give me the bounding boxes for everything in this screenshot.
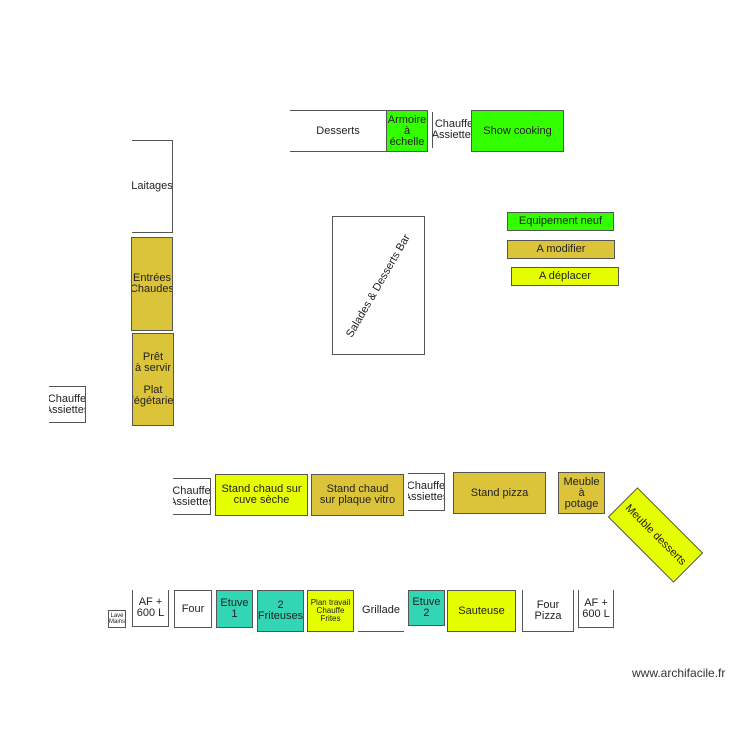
chauffe-assiettes-top: Chauffe Assiettes: [432, 112, 476, 148]
stand-chaud-cuve-seche: Stand chaud sur cuve sèche: [215, 474, 308, 516]
salades-desserts-bar-label: Salades & Desserts Bar: [344, 231, 413, 340]
friteuses: 2 Friteuses: [257, 590, 304, 632]
etuve-2: Etuve 2: [408, 590, 445, 626]
plan-travail-chauffe-frites: Plan travail Chauffe Frites: [307, 590, 354, 632]
legend-move: A déplacer: [511, 267, 619, 286]
meuble-desserts-label: Meuble desserts: [622, 502, 689, 568]
grillade: Grillade: [358, 590, 404, 632]
salades-desserts-bar: Salades & Desserts Bar: [332, 216, 425, 355]
chauffe-assiettes-left: Chauffe Assiettes: [49, 386, 86, 423]
desserts-counter: Desserts: [290, 110, 386, 152]
chauffe-assiettes-middle-1: Chauffe Assiettes: [173, 478, 211, 515]
af-600l-right: AF + 600 L: [578, 590, 614, 628]
sauteuse: Sauteuse: [447, 590, 516, 632]
legend-new: Equipement neuf: [507, 212, 614, 231]
four: Four: [174, 590, 212, 628]
stand-chaud-plaque-vitro: Stand chaud sur plaque vitro: [311, 474, 404, 516]
armoire-echelle: Armoire à échelle: [386, 110, 428, 152]
four-pizza: Four Pizza: [522, 590, 574, 632]
show-cooking: Show cooking: [471, 110, 564, 152]
chauffe-assiettes-middle-2: Chauffe Assiettes: [408, 473, 445, 511]
laitages: Laitages: [132, 140, 173, 233]
legend-modify: A modifier: [507, 240, 615, 259]
entrees-chaudes: Entrées Chaudes: [131, 237, 173, 331]
stand-pizza: Stand pizza: [453, 472, 546, 514]
af-600l-left: AF + 600 L: [132, 590, 169, 627]
etuve-1: Etuve 1: [216, 590, 253, 628]
pret-servir-plat-vegetarien: Prêt à servir Plat Végétarien: [132, 333, 174, 426]
watermark: www.archifacile.fr: [632, 666, 726, 680]
meuble-desserts: Meuble desserts: [607, 487, 704, 583]
lave-mains: Lave Mains: [108, 610, 126, 628]
meuble-potage: Meuble à potage: [558, 472, 605, 514]
